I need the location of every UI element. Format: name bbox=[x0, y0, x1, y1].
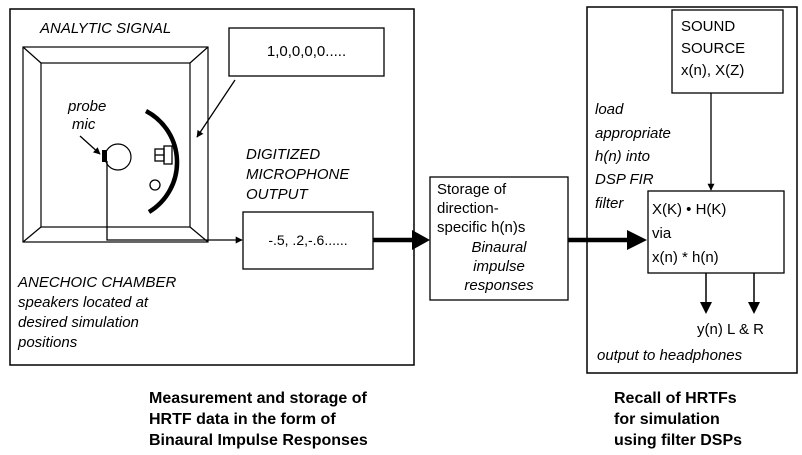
digitized-label-1: DIGITIZED bbox=[246, 146, 321, 163]
binaural-label-3: responses bbox=[464, 277, 534, 294]
recall-frame bbox=[586, 6, 798, 374]
output-lr-label: y(n) L & R bbox=[697, 321, 764, 338]
load-label-3: h(n) into bbox=[595, 148, 651, 165]
convolution-line-1: X(K) • H(K) bbox=[652, 201, 727, 218]
convolution-line-3: x(n) * h(n) bbox=[652, 249, 719, 266]
digitized-values-text: -.5, .2,-.6...... bbox=[268, 232, 348, 248]
load-label-2: appropriate bbox=[595, 125, 671, 142]
binaural-label-1: Binaural bbox=[471, 239, 527, 256]
output-left-arrowhead bbox=[700, 302, 712, 314]
digitized-label-2: MICROPHONE bbox=[246, 166, 350, 183]
probe-pointer-arrow bbox=[79, 135, 101, 155]
listener-head bbox=[104, 143, 132, 171]
storage-label-3: specific h(n)s bbox=[437, 219, 526, 236]
impulse-to-speaker-arrow bbox=[196, 79, 236, 138]
load-label-5: filter bbox=[595, 195, 624, 212]
right-caption-3: using filter DSPs bbox=[614, 432, 743, 449]
digitized-values-box bbox=[242, 211, 374, 270]
impulse-input-box bbox=[228, 27, 385, 77]
analytic-signal-label: ANALYTIC SIGNAL bbox=[40, 20, 172, 37]
sound-source-label-2: SOURCE bbox=[681, 40, 746, 57]
dsp-filter-box bbox=[647, 190, 785, 274]
speaker-arc bbox=[144, 109, 180, 214]
storage-label-2: direction- bbox=[437, 200, 499, 217]
right-caption-2: for simulation bbox=[614, 411, 720, 428]
load-label-4: DSP FIR bbox=[595, 171, 654, 188]
probe-mic-icon bbox=[102, 150, 107, 162]
right-caption-1: Recall of HRTFs bbox=[614, 390, 737, 407]
output-headphones-label: output to headphones bbox=[597, 347, 743, 364]
binaural-label-2: impulse bbox=[473, 258, 525, 275]
anechoic-label-4: positions bbox=[18, 334, 78, 351]
storage-label-1: Storage of bbox=[437, 181, 507, 198]
output-right-arrowhead bbox=[748, 302, 760, 314]
left-caption-3: Binaural Impulse Responses bbox=[149, 432, 368, 449]
sound-source-box bbox=[671, 9, 784, 94]
load-label-1: load bbox=[595, 101, 624, 118]
digitized-label-3: OUTPUT bbox=[246, 186, 308, 203]
sound-source-label-3: x(n), X(Z) bbox=[681, 62, 745, 79]
measurement-frame bbox=[9, 8, 415, 366]
mic-label: mic bbox=[72, 116, 96, 133]
anechoic-label-1: ANECHOIC CHAMBER bbox=[18, 274, 177, 291]
convolution-line-2: via bbox=[652, 225, 672, 242]
speaker-icon bbox=[149, 145, 173, 191]
left-caption-2: HRTF data in the form of bbox=[149, 411, 336, 428]
anechoic-label-2: speakers located at bbox=[18, 294, 149, 311]
probe-label: probe bbox=[68, 98, 107, 115]
storage-to-dsp-arrowhead bbox=[627, 230, 647, 250]
left-caption-1: Measurement and storage of bbox=[149, 390, 367, 407]
digitizer-to-storage-arrowhead bbox=[412, 230, 430, 250]
anechoic-label-3: desired simulation bbox=[18, 314, 139, 331]
anechoic-chamber-cube bbox=[22, 46, 209, 243]
sound-source-label-1: SOUND bbox=[681, 18, 736, 35]
mic-to-digitizer-arrow bbox=[106, 161, 243, 244]
impulse-input-text: 1,0,0,0,0..... bbox=[266, 43, 347, 60]
storage-box bbox=[429, 176, 569, 301]
